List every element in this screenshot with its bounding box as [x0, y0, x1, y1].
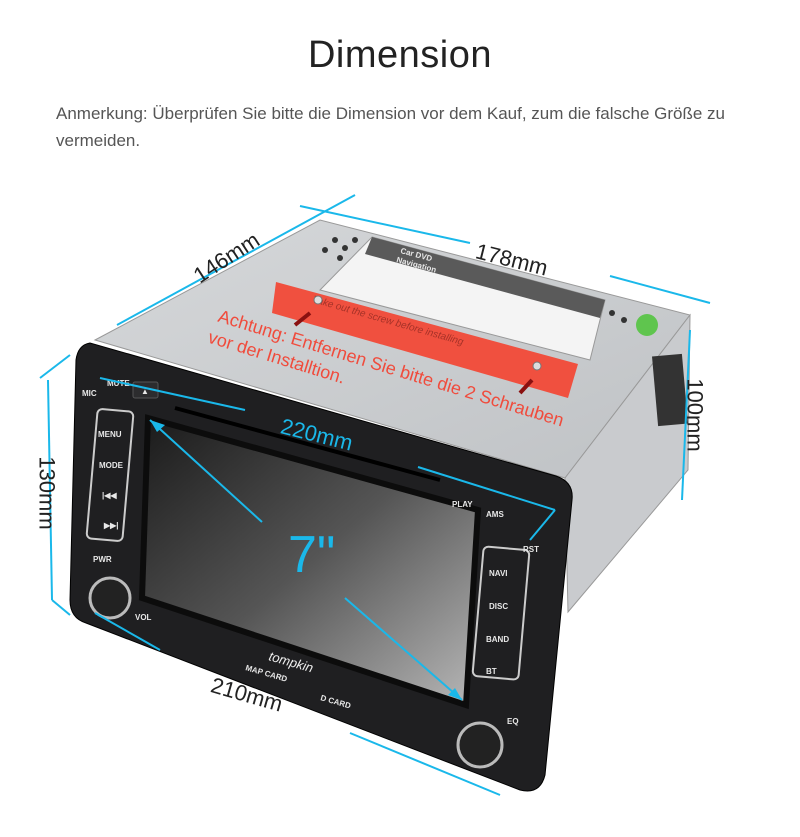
mute-button[interactable]: MUTE — [107, 379, 130, 388]
rst-label: RST — [523, 545, 539, 554]
tune-knob[interactable] — [456, 721, 504, 769]
band-button[interactable]: BAND — [486, 635, 509, 644]
next-button[interactable]: ▶▶| — [103, 521, 119, 530]
dimension-lines — [39, 194, 711, 796]
pwr-label: PWR — [93, 555, 112, 564]
mode-button[interactable]: MODE — [99, 461, 124, 470]
front-height-dimension: 130mm — [34, 456, 60, 530]
right-button-panel: NAVI DISC BAND BT — [471, 545, 531, 681]
screw-icon — [313, 295, 323, 305]
label-header — [365, 237, 605, 318]
left-button-panel: MENU MODE |◀◀ ▶▶| — [85, 408, 135, 542]
disc-button[interactable]: DISC — [489, 602, 508, 611]
warning-plate — [272, 282, 578, 398]
screen-size-label: 7" — [288, 526, 336, 584]
eq-label: EQ — [507, 717, 519, 726]
volume-knob[interactable] — [88, 576, 132, 620]
menu-button[interactable]: MENU — [98, 430, 122, 439]
screw-icon — [532, 361, 542, 371]
arrow-head-icon — [448, 688, 462, 700]
navi-button[interactable]: NAVI — [489, 569, 508, 578]
page-title: Dimension — [307, 34, 493, 76]
vol-label: VOL — [135, 613, 152, 622]
ams-button[interactable]: AMS — [486, 510, 504, 519]
side-bracket — [652, 353, 688, 427]
note-text: Anmerkung: Überprüfen Sie bitte die Dime… — [56, 104, 725, 150]
arrow-icon — [518, 378, 534, 395]
arrow-head-icon — [150, 420, 165, 432]
play-button[interactable]: PLAY — [452, 500, 473, 509]
arrow-icon — [293, 311, 312, 327]
green-sticker — [636, 314, 658, 336]
back-height-dimension: 100mm — [682, 378, 708, 452]
bt-button[interactable]: BT — [486, 667, 497, 676]
prev-button[interactable]: |◀◀ — [102, 491, 117, 500]
mic-label: MIC — [82, 389, 97, 398]
eject-button[interactable]: ▲ — [141, 387, 149, 396]
